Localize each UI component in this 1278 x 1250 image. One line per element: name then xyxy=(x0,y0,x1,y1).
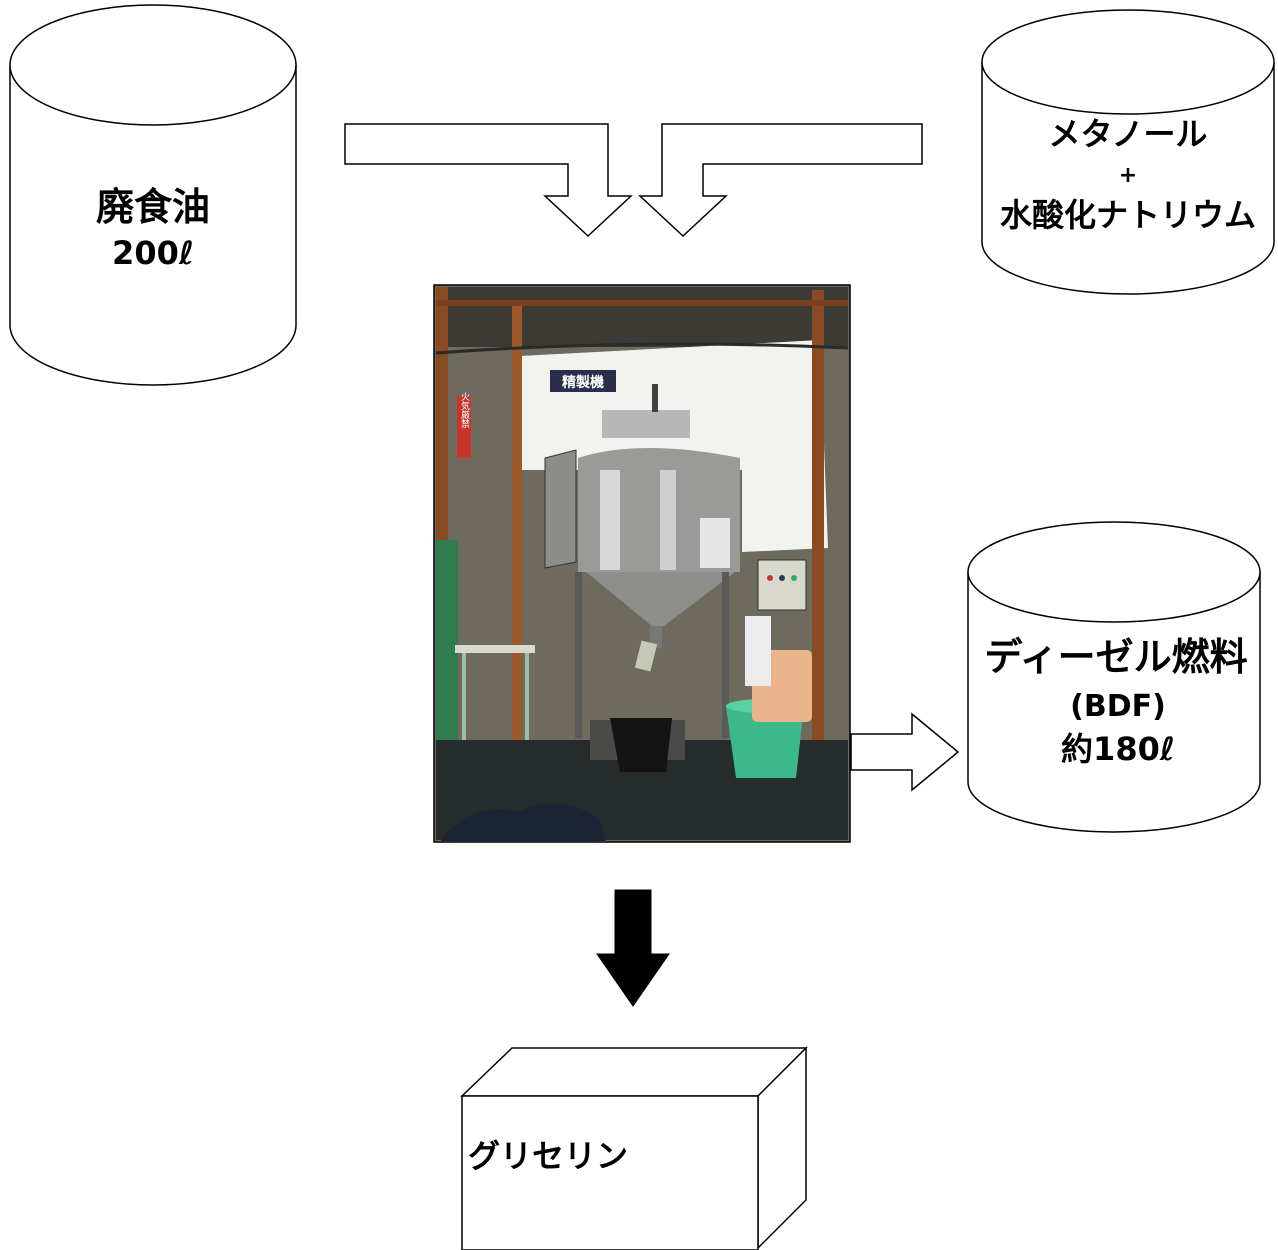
side-warning-sign: 火気厳禁 xyxy=(459,392,470,428)
waste-oil-name: 廃食油 xyxy=(96,185,210,229)
reagent-line1: メタノール xyxy=(1048,115,1207,153)
right-input-arrow xyxy=(638,123,923,238)
reagent-line2: 水酸化ナトリウム xyxy=(1000,196,1256,234)
left-input-arrow xyxy=(344,123,633,238)
machine-sign-label: 精製機 xyxy=(562,374,604,391)
waste-oil-amount: 200ℓ xyxy=(112,234,194,272)
byproduct-arrow xyxy=(596,889,670,1007)
reagent-drum: メタノール + 水酸化ナトリウム xyxy=(981,9,1275,295)
diesel-fuel-amount: 約180ℓ xyxy=(1061,730,1175,768)
reagent-plus: + xyxy=(1119,163,1137,188)
glycerin-box: グリセリン xyxy=(460,1046,808,1250)
glycerin-label: グリセリン xyxy=(468,1137,628,1175)
waste-oil-drum: 廃食油 200ℓ xyxy=(9,4,297,386)
refining-machine-photo: 精製機 火気厳禁 xyxy=(433,284,851,843)
machine-sign xyxy=(550,370,616,392)
diesel-fuel-name: ディーゼル燃料 xyxy=(984,635,1247,679)
diesel-fuel-drum: ディーゼル燃料 (BDF) 約180ℓ xyxy=(967,521,1261,833)
diesel-fuel-abbrev: (BDF) xyxy=(1070,689,1166,724)
bdf-output-arrow xyxy=(850,712,960,792)
